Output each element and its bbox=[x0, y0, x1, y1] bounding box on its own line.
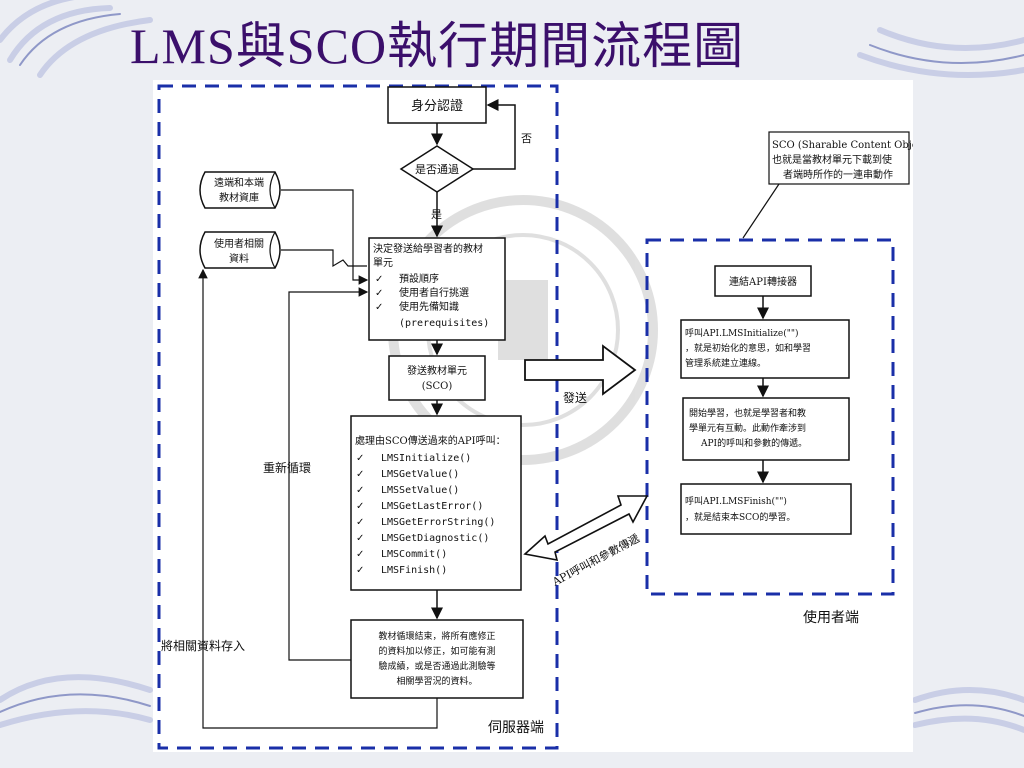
send-arrow-label: 發送 bbox=[563, 390, 587, 405]
client-region bbox=[645, 238, 895, 596]
decide-item2: 使用者自行挑選 bbox=[399, 286, 469, 299]
api-call-item: LMSGetLastError() bbox=[381, 501, 483, 512]
remote-repo-cylinder bbox=[199, 171, 281, 209]
process-box bbox=[350, 415, 522, 591]
end-line4: 相關學習況的資料。 bbox=[396, 675, 477, 687]
user-data-line1: 使用者相關 bbox=[214, 237, 264, 250]
user-data-cylinder bbox=[199, 231, 281, 269]
yes-label: 是 bbox=[431, 208, 442, 221]
check-icon: ✓ bbox=[356, 533, 364, 544]
check-icon: ✓ bbox=[356, 485, 364, 496]
send-box bbox=[388, 355, 486, 401]
user-data-line2: 資料 bbox=[229, 252, 249, 265]
store-label: 將相關資料存入 bbox=[161, 638, 245, 653]
decide-item1: 預設順序 bbox=[399, 272, 439, 285]
check-icon: ✓ bbox=[356, 469, 364, 480]
callout-line2: 也就是當教材單元下載到使 bbox=[772, 153, 892, 166]
end-line3: 驗成績，或是否通過此測驗等 bbox=[378, 660, 495, 672]
flowchart: 身分認證 是否通過 否 是 遠端和本端 教材資庫 使用者相關 資料 決定發送給學… bbox=[157, 84, 913, 750]
api-arrow bbox=[523, 495, 649, 562]
api-call-item: LMSInitialize() bbox=[381, 453, 471, 464]
init-box bbox=[680, 319, 850, 379]
check-icon: ✓ bbox=[356, 565, 364, 576]
process-title: 處理由SCO傳送過來的API呼叫： bbox=[355, 434, 506, 447]
decide-note: (prerequisites) bbox=[399, 318, 489, 329]
api-call-item: LMSGetValue() bbox=[381, 469, 459, 480]
auth-text: 身分認證 bbox=[411, 98, 463, 114]
auth-box bbox=[387, 86, 487, 124]
check-icon: ✓ bbox=[375, 288, 383, 299]
send-line1: 發送教材單元 bbox=[407, 364, 467, 377]
connect-box bbox=[714, 265, 812, 297]
connect-text: 連結API轉接器 bbox=[729, 275, 797, 288]
callout-line3: 者端時所作的一連串動作 bbox=[783, 168, 893, 181]
decide-line1: 決定發送給學習者的教材 bbox=[373, 242, 483, 255]
decide-line2: 單元 bbox=[373, 257, 393, 269]
init-line3: 管理系統建立連線。 bbox=[685, 357, 766, 369]
server-label: 伺服器端 bbox=[488, 720, 544, 736]
api-call-list: ✓ LMSInitialize() ✓ LMSGetValue() ✓ LMSS… bbox=[356, 453, 495, 576]
api-call-item: LMSCommit() bbox=[381, 549, 447, 560]
decide-item3: 使用先備知識 bbox=[399, 300, 459, 313]
slide-title: LMS與SCO執行期間流程圖 bbox=[130, 18, 745, 74]
api-call-item: LMSGetDiagnostic() bbox=[381, 533, 489, 544]
finish-line2: ，就是結束本SCO的學習。 bbox=[685, 511, 795, 523]
init-line2: ，就是初始化的意思，如和學習 bbox=[685, 342, 811, 354]
callout-line1: SCO (Sharable Content Object bbox=[772, 140, 913, 151]
callout-box bbox=[768, 131, 910, 185]
end-line1: 教材循環結束，將所有應修正 bbox=[378, 630, 495, 642]
api-call-item: LMSSetValue() bbox=[381, 485, 459, 496]
learn-line3: API的呼叫和參數的傳遞。 bbox=[700, 437, 807, 449]
check-icon: ✓ bbox=[375, 302, 383, 313]
learn-box bbox=[682, 397, 850, 461]
send-line2: (SCO) bbox=[422, 381, 453, 392]
learn-line1: 開始學習，也就是學習者和教 bbox=[689, 407, 806, 419]
api-call-item: LMSFinish() bbox=[381, 565, 447, 576]
decide-box bbox=[368, 237, 506, 341]
end-line2: 的資料加以修正，如可能有測 bbox=[378, 645, 495, 657]
client-label: 使用者端 bbox=[803, 609, 859, 626]
check-icon: ✓ bbox=[375, 274, 383, 285]
finish-line1: 呼叫API.LMSFinish("") bbox=[685, 496, 787, 507]
send-arrow bbox=[524, 344, 637, 396]
check-icon: ✓ bbox=[356, 453, 364, 464]
api-call-item: LMSGetErrorString() bbox=[381, 517, 495, 528]
loop-label: 重新循環 bbox=[263, 460, 311, 475]
decision-text: 是否通過 bbox=[415, 163, 459, 176]
check-icon: ✓ bbox=[356, 517, 364, 528]
remote-repo-line1: 遠端和本端 bbox=[214, 176, 264, 189]
no-label: 否 bbox=[521, 132, 532, 145]
init-line1: 呼叫API.LMSInitialize("") bbox=[685, 328, 799, 339]
finish-box bbox=[680, 483, 852, 535]
check-icon: ✓ bbox=[356, 501, 364, 512]
remote-repo-line2: 教材資庫 bbox=[219, 191, 259, 204]
learn-line2: 學單元有互動。此動作牽涉到 bbox=[689, 422, 806, 434]
check-icon: ✓ bbox=[356, 549, 364, 560]
